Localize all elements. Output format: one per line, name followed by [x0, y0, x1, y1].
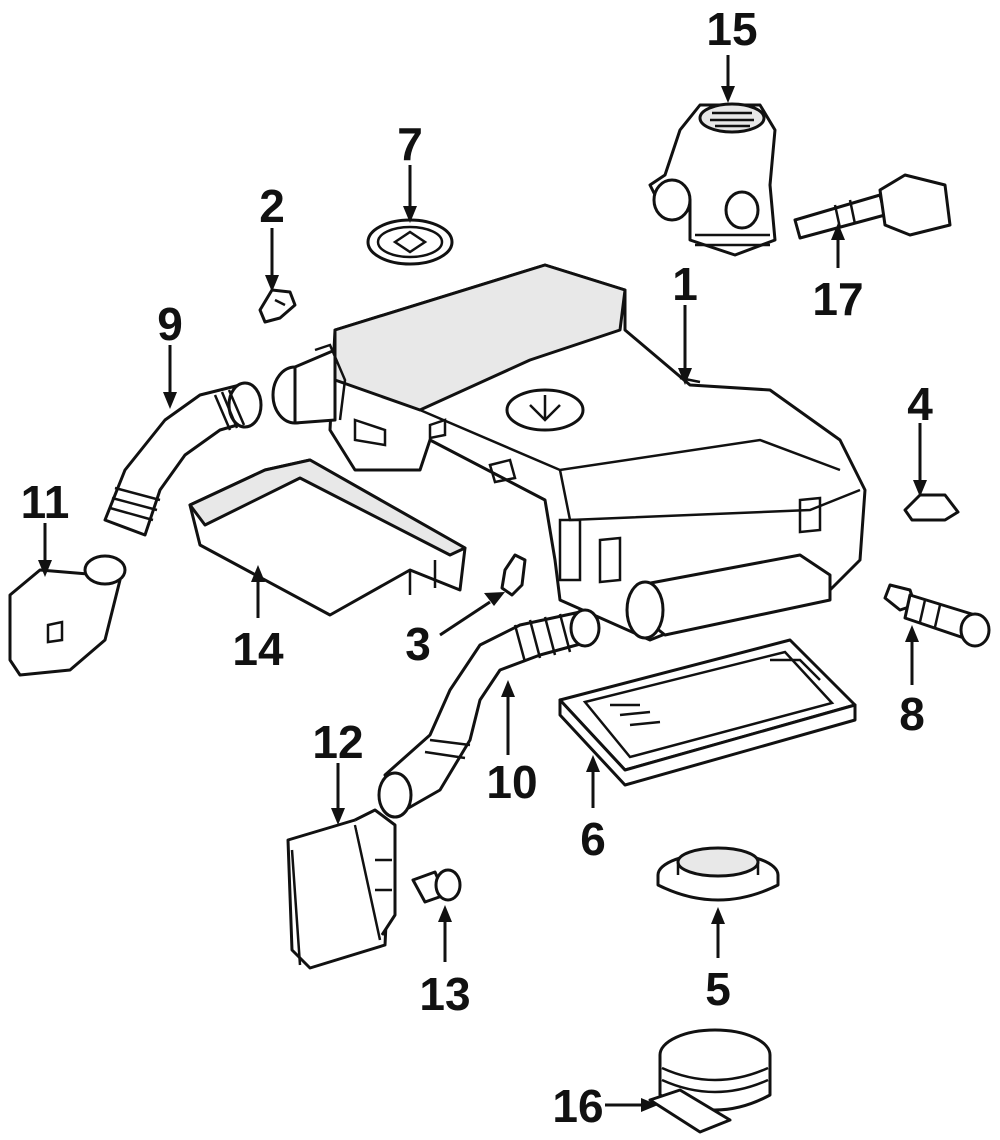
- retainer-part-4: [903, 493, 960, 522]
- air-filter-element-part-6: [558, 638, 857, 787]
- callout-14: 14: [232, 623, 284, 675]
- leader-3: [439, 600, 491, 637]
- callout-6: 6: [580, 813, 606, 865]
- callout-4: 4: [907, 378, 933, 430]
- bellows-part-16: [648, 1028, 772, 1134]
- callout-2: 2: [259, 180, 285, 232]
- callout-5: 5: [705, 963, 731, 1015]
- callout-13: 13: [419, 968, 470, 1020]
- control-module-part-12: [286, 808, 397, 970]
- callout-16: 16: [552, 1080, 603, 1132]
- callout-3: 3: [405, 618, 431, 670]
- tray-part-14: [188, 458, 467, 617]
- emblem-part-7: [366, 218, 454, 266]
- callout-17: 17: [812, 273, 863, 325]
- plug-part-13: [411, 868, 462, 904]
- callout-8: 8: [899, 688, 925, 740]
- intake-duct-part-9: [103, 381, 263, 537]
- sensor-part-8: [883, 583, 991, 648]
- callout-12: 12: [312, 716, 363, 768]
- intake-temp-sensor-part-17: [793, 173, 952, 240]
- callout-numbers: 1 2 3 4 5 6 7 8 9 10 11 12 13 14 15 16 1…: [21, 3, 934, 1132]
- seal-ring-part-5: [656, 846, 780, 902]
- leader-lines: [38, 55, 927, 1112]
- callout-15: 15: [706, 3, 757, 55]
- callout-11: 11: [21, 476, 70, 528]
- clip-part-2: [258, 288, 297, 324]
- callout-9: 9: [157, 298, 183, 350]
- intake-hose-part-10: [377, 608, 601, 819]
- mass-air-flow-sensor-part-15: [648, 102, 777, 257]
- callout-1: 1: [672, 258, 698, 310]
- clip-part-3: [500, 553, 527, 597]
- callout-10: 10: [486, 756, 537, 808]
- air-cleaner-housing: [271, 263, 867, 642]
- duct-inlet-part-11: [8, 554, 127, 677]
- callout-7: 7: [397, 118, 423, 170]
